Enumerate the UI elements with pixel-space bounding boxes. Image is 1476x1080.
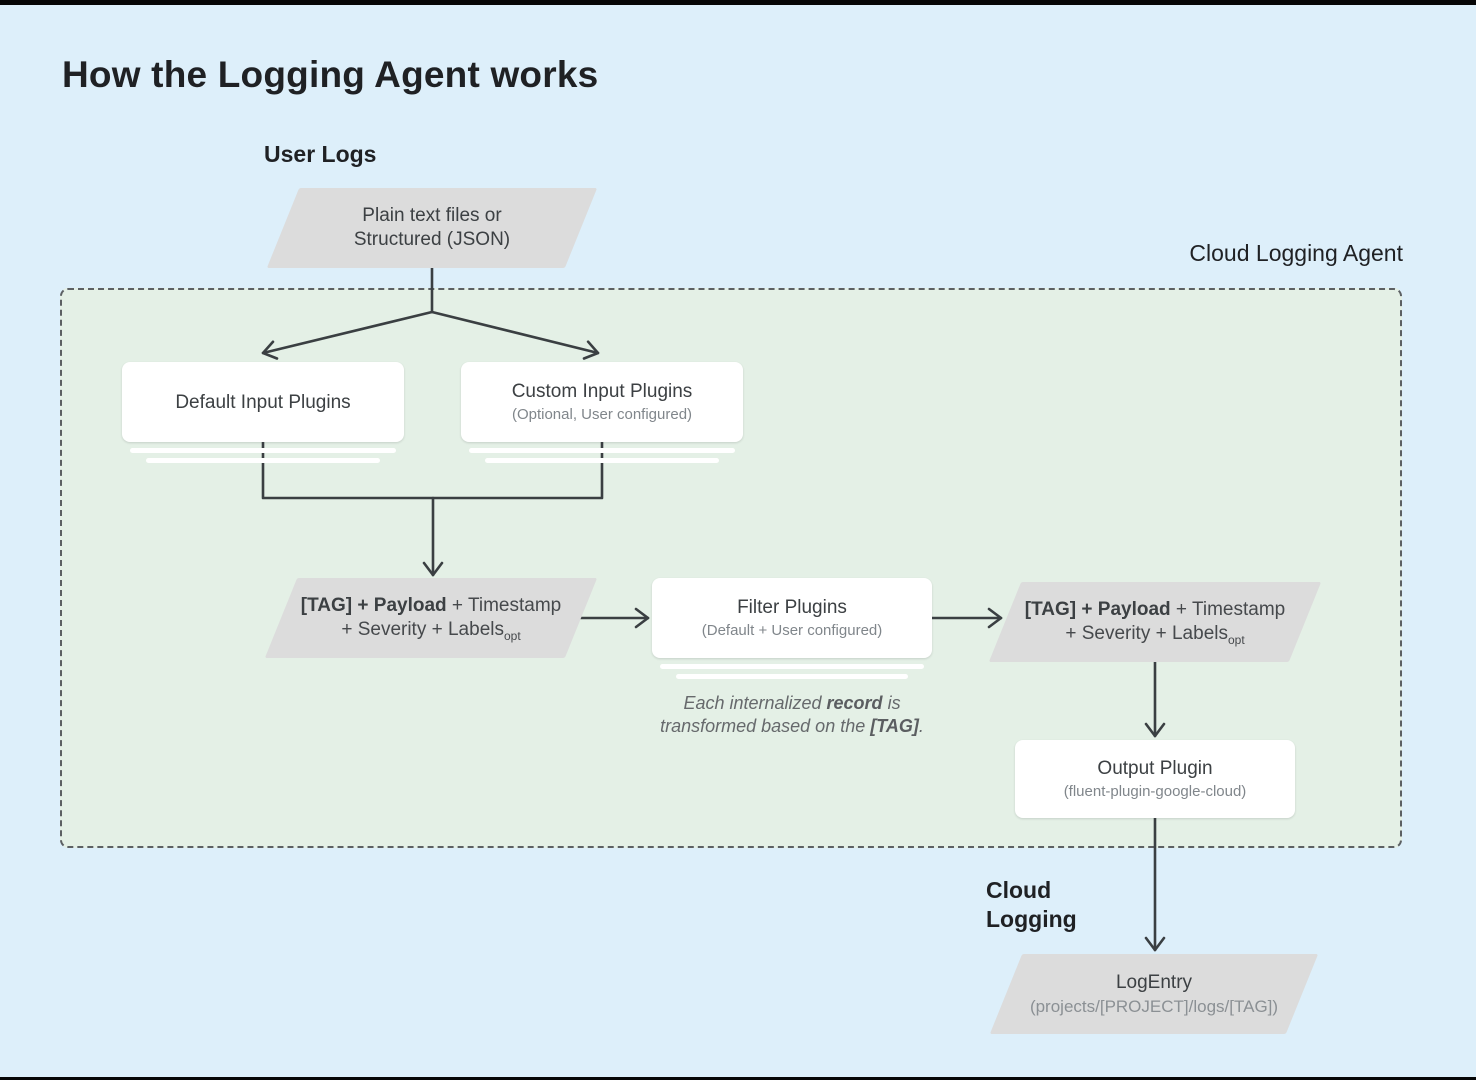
user-logs-line2: Structured (JSON) <box>353 229 511 250</box>
record-right-bold: [TAG] + Payload <box>1024 599 1171 620</box>
logentry-title: LogEntry <box>1115 972 1193 993</box>
default-input-stack-bar-2 <box>146 458 380 463</box>
record-right-rest: + Timestamp <box>1170 599 1286 620</box>
log-record-parallelogram-left: [TAG] + Payload + Timestamp + Severity +… <box>264 578 598 658</box>
cloud-logging-label-line1: Cloud <box>986 877 1052 903</box>
custom-input-stack-bar-1 <box>469 448 735 453</box>
note-line1-pre: Each internalized <box>683 693 827 713</box>
logentry-parallelogram: LogEntry (projects/[PROJECT]/logs/[TAG]) <box>989 954 1319 1034</box>
note-line1-post: is <box>882 693 901 713</box>
note-line2-post: . <box>918 716 924 736</box>
bottom-edge-bar <box>0 1077 1476 1080</box>
note-line2-bold: [TAG] <box>870 716 919 736</box>
output-plugin-box: Output Plugin (fluent-plugin-google-clou… <box>1015 740 1295 818</box>
record-left-rest: + Timestamp <box>446 595 562 616</box>
user-logs-label: User Logs <box>264 141 377 167</box>
user-logs-parallelogram: Plain text files or Structured (JSON) <box>266 188 598 268</box>
filter-plugins-box: Filter Plugins (Default + User configure… <box>652 578 932 658</box>
filter-plugins-title: Filter Plugins <box>737 597 847 618</box>
user-logs-line1: Plain text files or <box>362 205 502 226</box>
custom-input-plugins-box: Custom Input Plugins (Optional, User con… <box>461 362 743 442</box>
record-left-line2: + Severity + Labels <box>341 619 504 640</box>
top-edge-bar <box>0 0 1476 5</box>
record-right-line2: + Severity + Labels <box>1065 623 1228 644</box>
page-title: How the Logging Agent works <box>62 54 599 95</box>
record-right-sub: opt <box>1227 632 1245 647</box>
output-plugin-title: Output Plugin <box>1097 758 1213 779</box>
arrowhead-logentry <box>1144 936 1166 952</box>
custom-input-plugins-title: Custom Input Plugins <box>511 381 693 402</box>
filter-stack-bar-2 <box>676 674 908 679</box>
cloud-logging-agent-label: Cloud Logging Agent <box>1189 240 1403 266</box>
default-input-plugins-title: Default Input Plugins <box>175 391 351 413</box>
logentry-subtitle: (projects/[PROJECT]/logs/[TAG]) <box>1029 997 1279 1016</box>
custom-input-plugins-subtitle: (Optional, User configured) <box>511 406 693 423</box>
note-line1-bold: record <box>826 693 883 713</box>
default-input-plugins-box: Default Input Plugins <box>122 362 404 442</box>
record-left-sub: opt <box>503 628 521 643</box>
cloud-logging-label-line2: Logging <box>986 906 1077 932</box>
log-record-parallelogram-right: [TAG] + Payload + Timestamp + Severity +… <box>988 582 1322 662</box>
custom-input-stack-bar-2 <box>485 458 719 463</box>
filter-stack-bar-1 <box>660 664 924 669</box>
filter-note: Each internalized record is transformed … <box>642 692 942 738</box>
record-left-bold: [TAG] + Payload <box>300 595 447 616</box>
note-line2-pre: transformed based on the <box>660 716 871 736</box>
output-plugin-subtitle: (fluent-plugin-google-cloud) <box>1063 783 1247 800</box>
default-input-stack-bar-1 <box>130 448 396 453</box>
filter-plugins-subtitle: (Default + User configured) <box>701 622 883 639</box>
cloud-logging-label: Cloud Logging <box>986 876 1077 934</box>
